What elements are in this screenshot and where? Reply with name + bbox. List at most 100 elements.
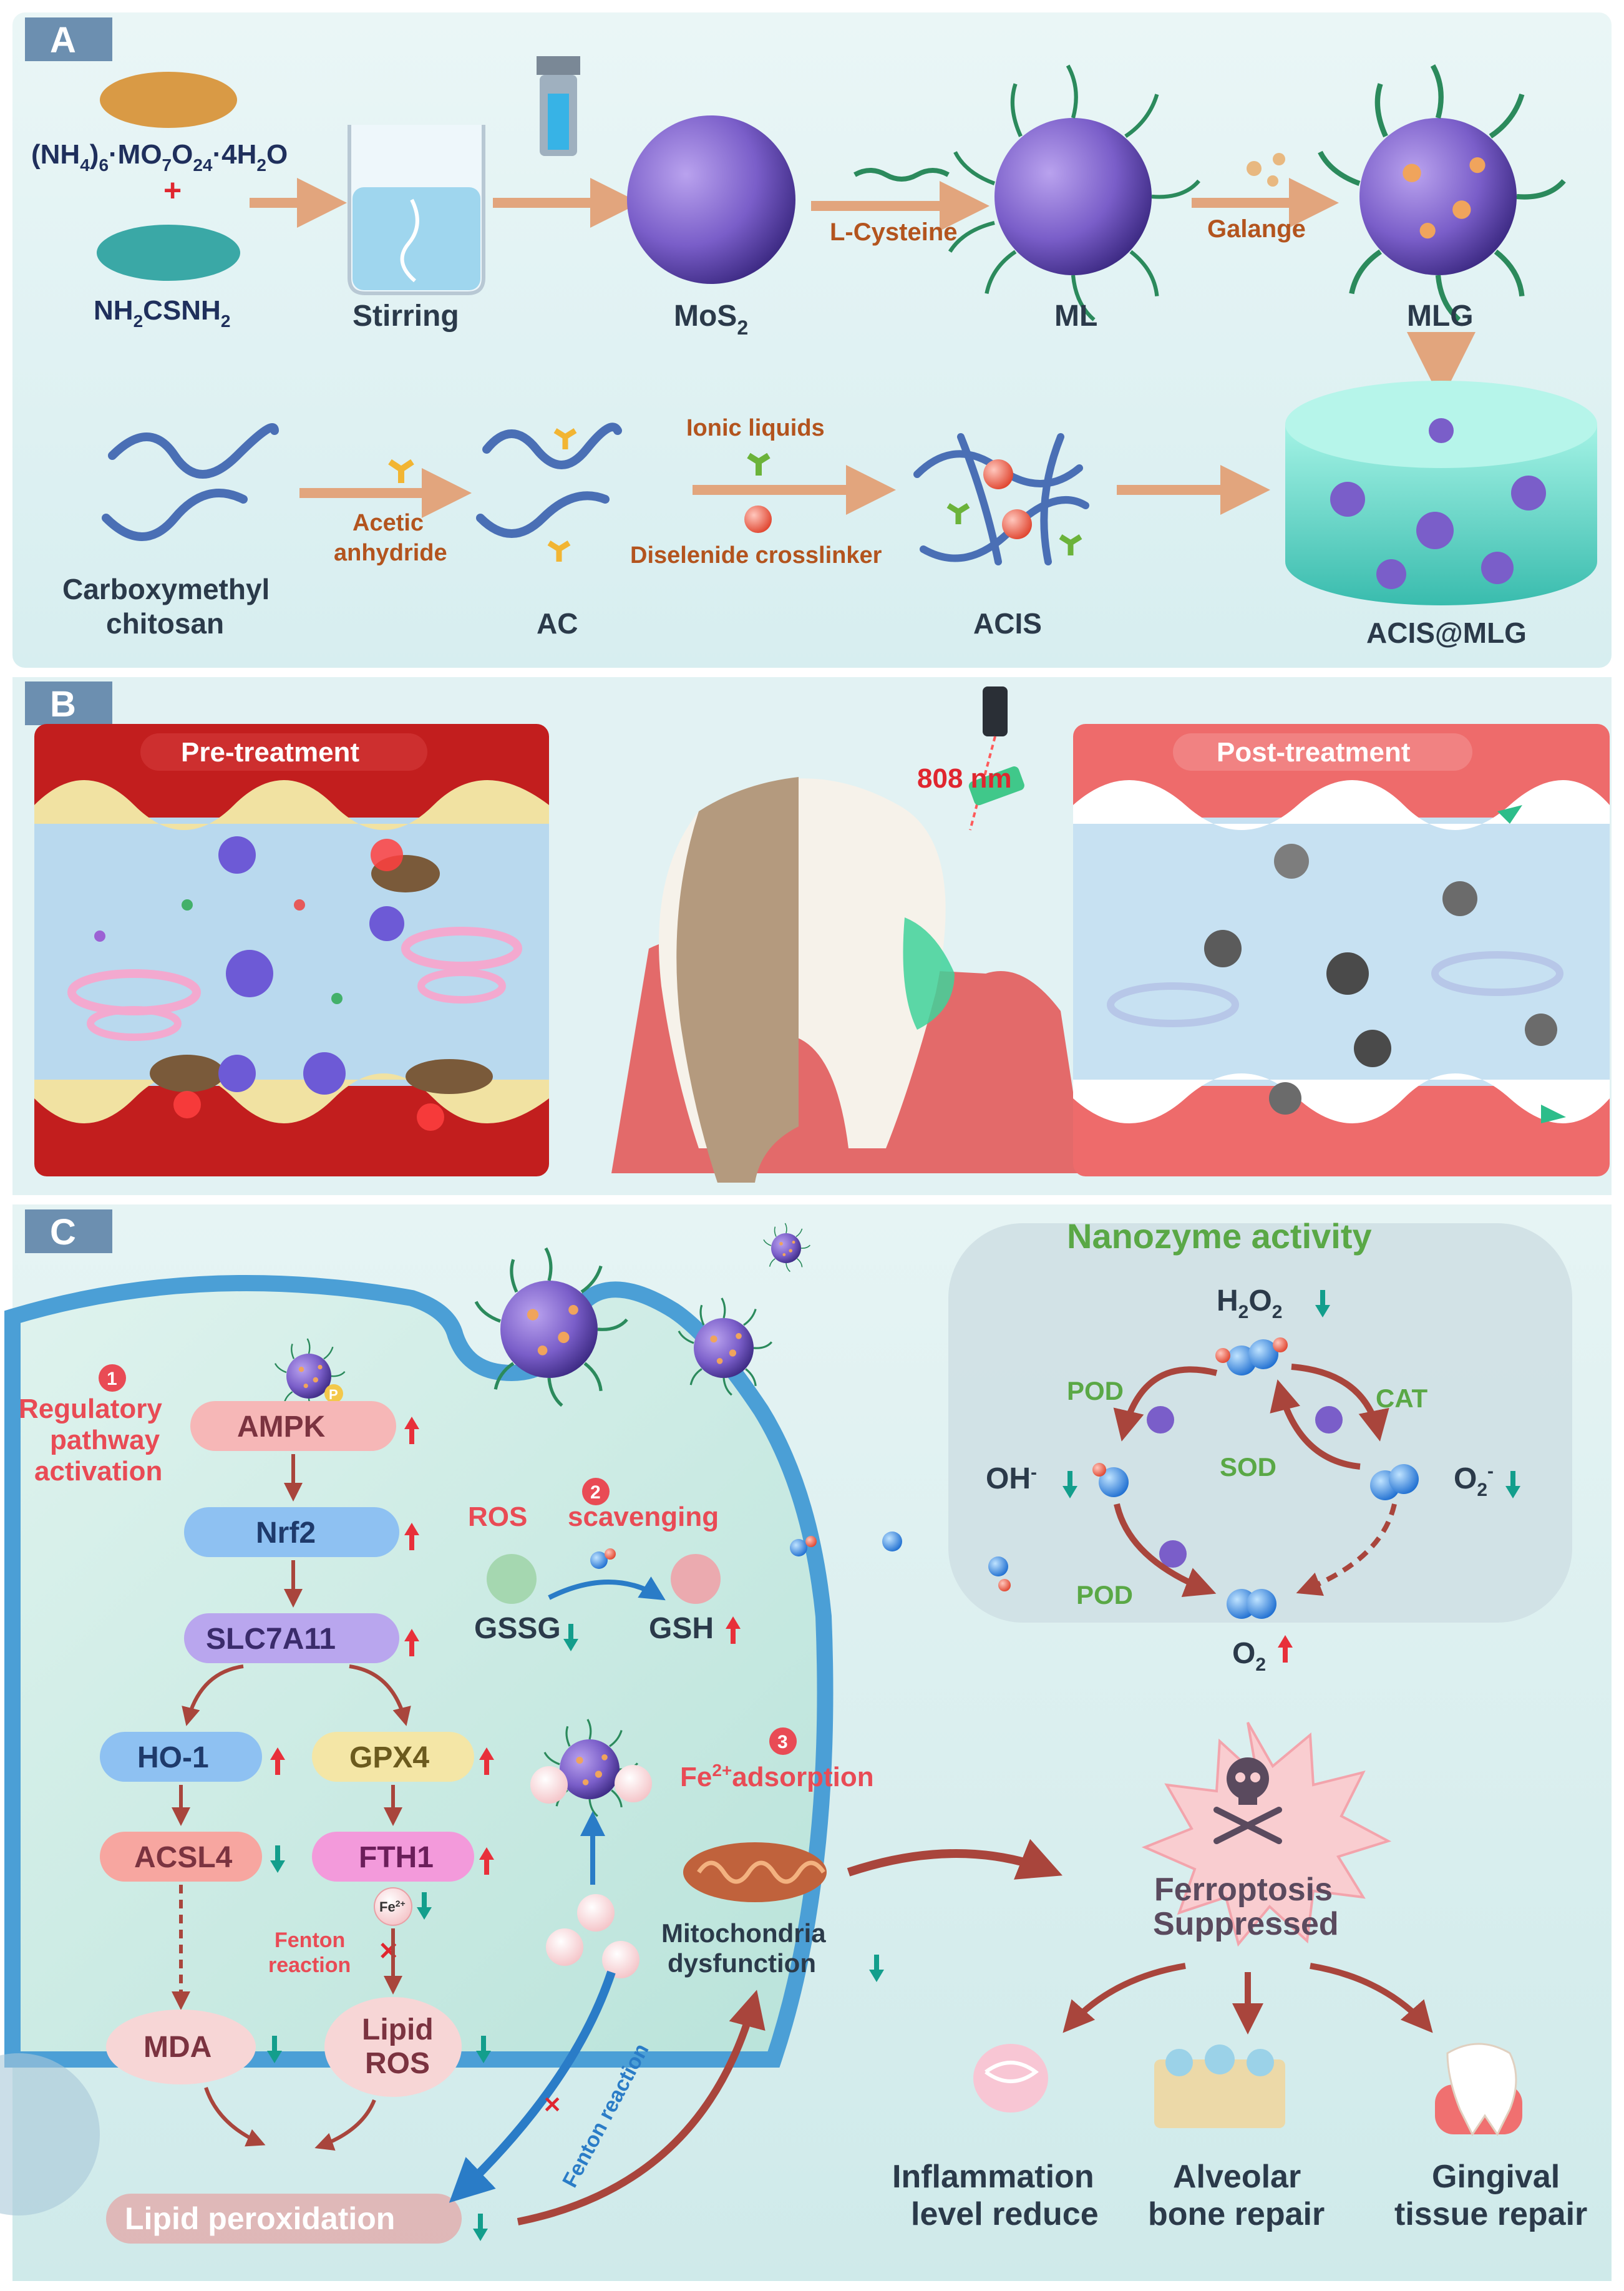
fe-ion (615, 1765, 652, 1802)
fe-adsorption-label: Fe2+adsorption (680, 1761, 874, 1792)
acetic-label-1: Acetic (353, 510, 424, 536)
phospho-label: P (329, 1387, 338, 1402)
oh-molecule (1099, 1467, 1129, 1497)
ac-chains (476, 423, 622, 538)
acsl4-label: ACSL4 (134, 1841, 233, 1874)
fe-ion (602, 1941, 639, 1978)
l-cysteine-strand (853, 168, 950, 182)
fth1-box (312, 1832, 474, 1882)
pre-treatment-label: Pre-treatment (181, 737, 359, 768)
panel-b: B Pre-treatment (12, 677, 1612, 1195)
pod-label-top: POD (1067, 1376, 1124, 1405)
step1-badge (99, 1364, 126, 1392)
post-treatment-mouth (1073, 724, 1610, 1176)
arrow-ferro-gingival (1310, 1963, 1433, 2033)
step3-badge (769, 1727, 797, 1755)
fe-ion (374, 1887, 412, 1926)
panel-a: A (NH4)6·MO7O24·4H2O + NH2CSNH2 Stirring… (12, 12, 1612, 668)
ampk-label: AMPK (237, 1410, 326, 1443)
panel-c: C P 1 Regulatory pathway activation AMPK… (0, 1204, 1612, 2281)
fe-ion (530, 1766, 568, 1804)
mda-ellipse (106, 2010, 256, 2084)
crosslink-node (1002, 509, 1032, 539)
o2-label: O2 (1232, 1637, 1266, 1675)
slc7a11-box (184, 1613, 399, 1663)
ho1-box (100, 1732, 262, 1782)
panel-b-tag: B (50, 684, 76, 725)
plus-sign: + (163, 173, 182, 208)
panel-c-tag: C (50, 1212, 76, 1253)
reagent1-powder (100, 72, 237, 128)
gsh-label: GSH (649, 1612, 714, 1645)
gssg-cluster (487, 1554, 537, 1604)
galange-label: Galange (1207, 215, 1306, 243)
lipid-peroxidation-label: Lipid peroxidation (125, 2201, 395, 2236)
oh-label: OH- (986, 1462, 1037, 1495)
lipid-ros-label-2: ROS (365, 2047, 430, 2080)
nrf2-label: Nrf2 (256, 1517, 316, 1550)
free-radical (805, 1536, 817, 1547)
arrow-slc-gpx4 (349, 1664, 411, 1726)
arrow-h2o2-o2minus (1291, 1364, 1389, 1442)
fenton-curve-block-x: ✕ (543, 2092, 562, 2118)
pre-treatment-mouth (34, 724, 549, 1176)
post-treatment-label-bg (1173, 733, 1472, 771)
ac-label: AC (537, 607, 578, 640)
skull-crossbones-icon (1213, 1757, 1282, 1844)
carboxymethyl-label-1: Carboxymethyl (62, 573, 270, 605)
mito-label-1: Mitochondria (661, 1918, 826, 1948)
acis-label: ACIS (973, 607, 1042, 640)
nanozyme-particle (1159, 1540, 1187, 1568)
stirring-label: Stirring (353, 300, 459, 333)
panel-c-tag-bg (25, 1209, 112, 1253)
arrow-slc-ho1 (182, 1664, 244, 1726)
panel-b-tag-bg (25, 681, 112, 725)
carboxymethyl-chitosan-chains (102, 423, 279, 541)
galange-dots (1247, 153, 1285, 187)
ionic-liquid-on-network-icon (946, 503, 970, 524)
gpx4-label: GPX4 (349, 1741, 429, 1774)
gssg-label: GSSG (474, 1612, 561, 1645)
fenton-reaction-curve (449, 1970, 616, 2203)
arrow-o2minus-o2 (1296, 1503, 1397, 1596)
carboxymethyl-label-2: chitosan (106, 607, 224, 640)
outcome3-label-2: tissue repair (1394, 2196, 1587, 2232)
o2-molecule (1247, 1589, 1276, 1619)
acismlg-label: ACIS@MLG (1366, 617, 1527, 649)
fenton-label-1: Fenton (275, 1928, 345, 1952)
outcome1-label-1: Inflammation (892, 2159, 1094, 2195)
laser-808nm-label: 808 nm (917, 763, 1012, 794)
reagent1-formula: (NH4)6·MO7O24·4H2O (31, 139, 288, 175)
panel-a-tag-bg (25, 17, 112, 61)
fe-label: Fe2+ (379, 1898, 406, 1915)
step2-badge (582, 1478, 610, 1505)
phospho-badge (324, 1384, 343, 1403)
beaker-icon (348, 125, 485, 295)
arrow-mda-peroxidation (204, 2087, 266, 2147)
ionic-liquid-icon (747, 452, 771, 476)
fth1-label: FTH1 (359, 1841, 434, 1874)
diselenide-label: Diselenide crosslinker (630, 542, 882, 569)
lipid-ros-label-1: Lipid (362, 2013, 434, 2046)
arrow-ferro-inflammation (1062, 1963, 1186, 2033)
step1-number: 1 (107, 1369, 117, 1389)
ros-label: ROS (468, 1502, 527, 1532)
outcome1-label-2: level reduce (911, 2196, 1099, 2232)
pod-label-bottom: POD (1076, 1580, 1133, 1610)
autoclave-icon (537, 56, 580, 156)
scavenging-label: scavenging (568, 1502, 719, 1532)
tooth-illustration (611, 686, 1086, 1183)
inflammation-icon (973, 2044, 1048, 2113)
step1-label-2: pathway (50, 1425, 160, 1455)
gpx4-box (312, 1732, 474, 1782)
reagent2-formula: NH2CSNH2 (94, 295, 230, 331)
step3-number: 3 (777, 1732, 788, 1752)
ros-molecule (590, 1551, 608, 1569)
arrow-peroxidation-to-mito (517, 1990, 766, 2225)
ionic-liquids-label: Ionic liquids (686, 415, 825, 441)
pre-treatment-label-bg (140, 733, 427, 771)
lipid-peroxidation-glow (106, 2194, 462, 2244)
nanozyme-particle (1315, 1406, 1343, 1434)
step1-label-1: Regulatory (19, 1394, 162, 1424)
